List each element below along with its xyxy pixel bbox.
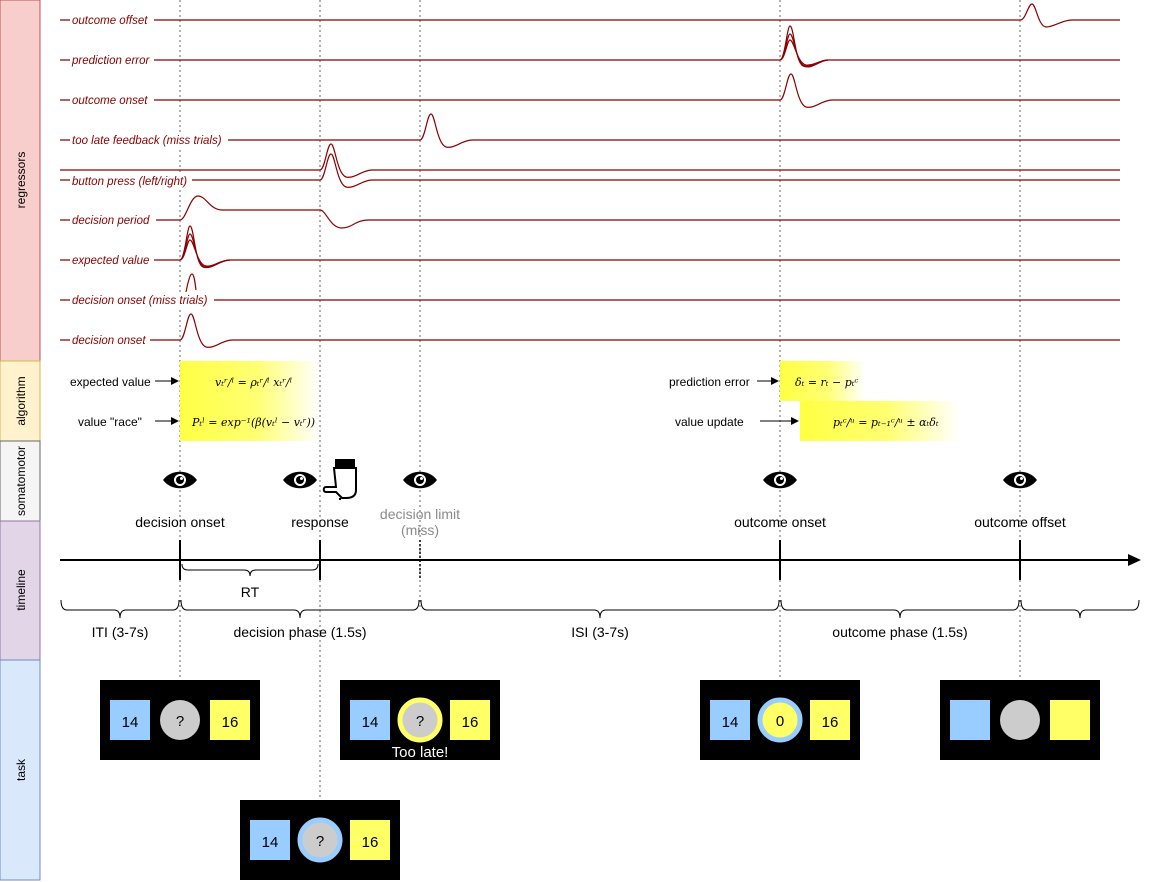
band-timeline: timeline [0, 520, 41, 661]
phase-label-iti: ITI (3-7s) [92, 624, 149, 640]
band-algorithm: algorithm [0, 360, 41, 442]
rt-label: RT [241, 584, 260, 600]
event-label-outcome-offset: outcome offset [974, 514, 1066, 530]
regressor-labels: outcome offset prediction error outcome … [70, 12, 228, 348]
regressor-label: outcome onset [72, 95, 148, 107]
card-left-value: 14 [722, 714, 739, 731]
regressor-label: too late feedback (miss trials) [72, 135, 222, 147]
equation-value-update: pₜᶜ/ᵘ = pₜ₋₁ᶜ/ᵘ ± αₜδₜ [833, 416, 939, 429]
phase-braces [60, 599, 1140, 619]
eye-icon [283, 471, 317, 489]
task-screen-response: 14 ? 16 [240, 800, 400, 880]
timeline-axis [60, 540, 1141, 580]
regressor-line-button-press-right [60, 153, 1120, 188]
algorithm-label-prediction-error: prediction error [669, 375, 750, 389]
event-labels: decision onset response decision limit (… [135, 506, 1066, 538]
card-right-value: 16 [462, 714, 479, 731]
band-label-algorithm: algorithm [14, 376, 28, 425]
event-label-outcome-onset: outcome onset [734, 514, 826, 530]
algorithm-label-expected-value: expected value [70, 375, 151, 389]
eye-icon [1003, 471, 1037, 489]
regressor-label: decision period [72, 215, 150, 227]
regressor-line-decision-onset [60, 313, 1120, 348]
regressor-label: decision onset (miss trials) [72, 295, 208, 307]
task-screen-offset [940, 680, 1100, 760]
algorithm-label-value-race: value "race" [78, 415, 142, 429]
regressor-line-too-late [60, 113, 1120, 148]
band-label-task: task [14, 758, 28, 781]
rt-brace: RT [181, 563, 319, 600]
band-label-somatomotor: somatomotor [14, 446, 28, 516]
algorithm-label-value-update: value update [675, 415, 744, 429]
card-right-value: 16 [822, 714, 839, 731]
phase-label-outcome: outcome phase (1.5s) [832, 624, 967, 640]
somatomotor-icons [163, 459, 1037, 500]
center-value: ? [416, 713, 424, 730]
regressor-label: outcome offset [72, 15, 148, 27]
regressor-label: expected value [72, 255, 149, 267]
card-right-value: 16 [222, 714, 239, 731]
regressor-line-outcome-offset [60, 3, 1120, 28]
regressor-label: prediction error [71, 55, 151, 67]
phase-label-isi: ISI (3-7s) [571, 624, 629, 640]
card-right-value: 16 [362, 834, 379, 851]
task-screen-decision: 14 ? 16 [100, 680, 260, 760]
card-left-value: 14 [362, 714, 379, 731]
card-left-value: 14 [262, 834, 279, 851]
regressor-line-outcome-onset [60, 73, 1120, 108]
card-left-value: 14 [122, 714, 139, 731]
event-label-decision-limit-miss: (miss) [401, 522, 439, 538]
regressor-line-prediction-error [60, 25, 1120, 68]
phase-labels: ITI (3-7s) decision phase (1.5s) ISI (3-… [92, 624, 968, 640]
regressor-label: button press (left/right) [72, 176, 187, 188]
event-label-response: response [291, 514, 349, 530]
phase-label-decision: decision phase (1.5s) [233, 624, 366, 640]
algorithm-section: expected value vₜʳ/ˡ = ρₜʳ/ˡ xₜʳ/ˡ value… [70, 361, 960, 441]
eye-icon [403, 471, 437, 489]
center-value: ? [176, 713, 184, 730]
task-screen-too-late: 14 ? 16 Too late! [340, 680, 500, 761]
regressor-line-decision-period [60, 195, 1120, 229]
equation-value-race: Pₜˡ = exp⁻¹(β(vₜˡ − vₜʳ)) [191, 416, 315, 429]
band-regressors: regressors [0, 0, 41, 362]
event-label-decision-onset: decision onset [135, 514, 225, 530]
center-value: ? [316, 833, 324, 850]
regressor-lines [60, 3, 1120, 348]
too-late-message: Too late! [392, 744, 449, 761]
band-label-timeline: timeline [14, 569, 28, 611]
band-label-regressors: regressors [14, 152, 28, 209]
equation-expected-value: vₜʳ/ˡ = ρₜʳ/ˡ xₜʳ/ˡ [215, 376, 292, 389]
band-task: task [0, 659, 41, 881]
eye-icon [763, 471, 797, 489]
task-screen-outcome: 14 0 16 [700, 680, 860, 760]
regressor-label: decision onset [72, 335, 146, 347]
hand-pointer-icon [322, 459, 357, 500]
eye-icon [163, 471, 197, 489]
center-value: 0 [776, 713, 784, 730]
regressor-line-button-press-left [60, 143, 1120, 178]
event-label-decision-limit: decision limit [380, 506, 460, 522]
equation-prediction-error: δₜ = rₜ − pₜᶜ [795, 376, 858, 389]
regressor-line-expected-value [60, 225, 1120, 269]
band-somatomotor: somatomotor [0, 440, 41, 522]
